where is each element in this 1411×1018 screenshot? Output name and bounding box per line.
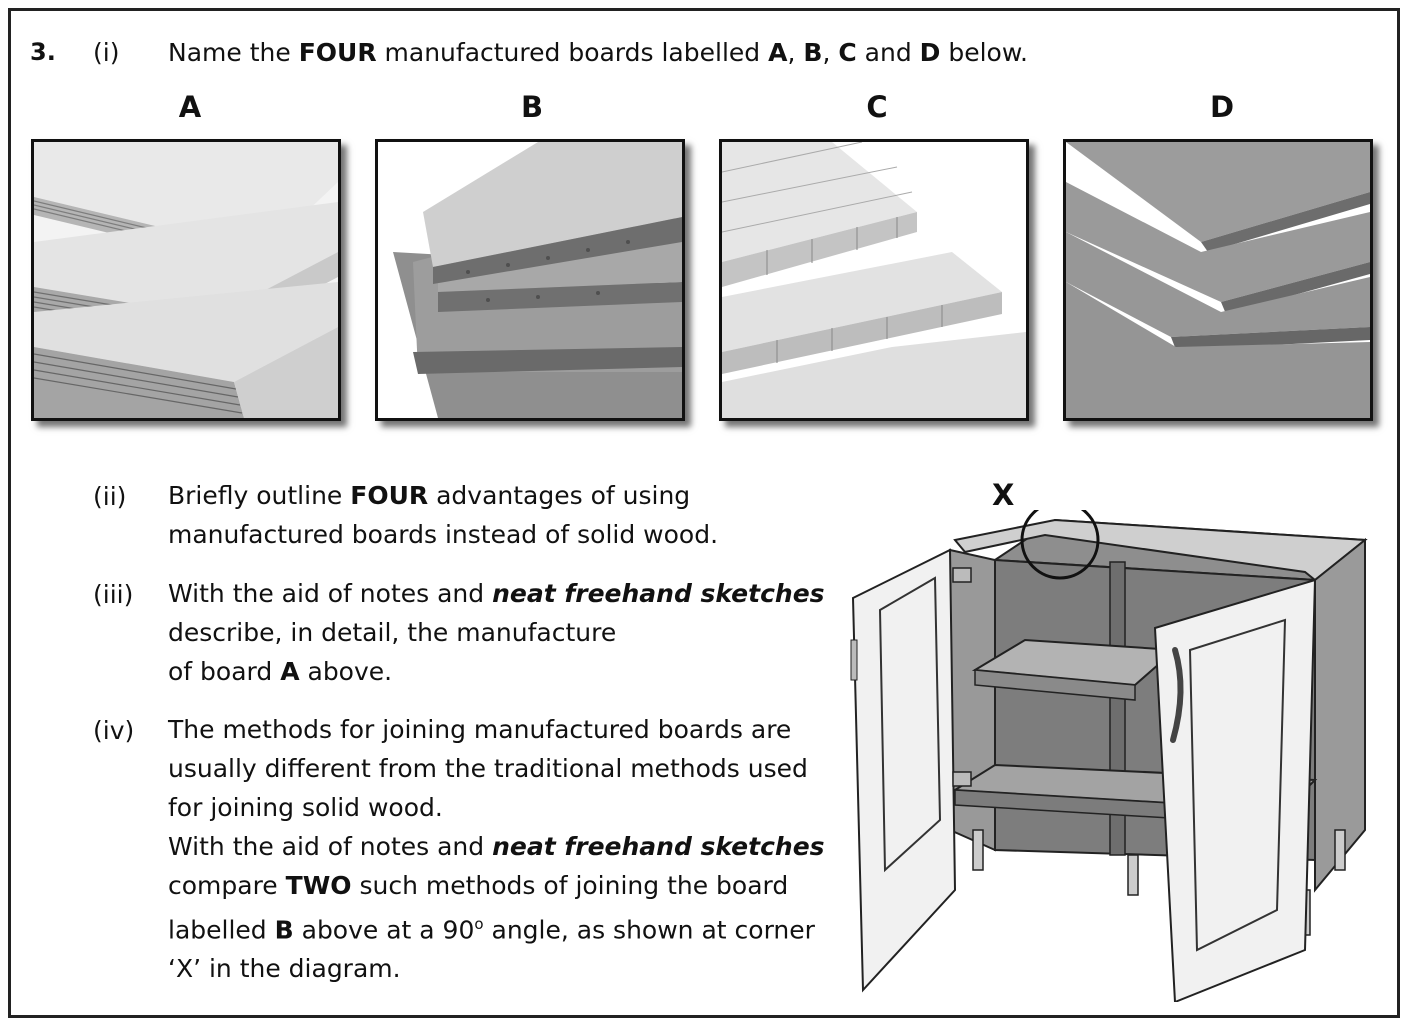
corner-x-label: X [992,478,1015,512]
part-i-text: Name the FOUR manufactured boards labell… [168,38,1028,67]
board-label-c: C [866,90,888,124]
board-photo-b [375,139,685,421]
part-iv-text: The methods for joining manufactured boa… [168,715,825,984]
board-photo-a [31,139,341,421]
part-ii-label: (ii) [93,482,127,511]
part-ii-text: Briefly outline FOUR advantages of using… [168,481,719,549]
part-iv-label: (iv) [93,716,135,745]
board-label-b: B [520,90,544,124]
part-iii-text: With the aid of notes and neat freehand … [168,579,825,686]
part-i-label: (i) [93,38,120,67]
part-iii-label: (iii) [93,580,134,609]
board-photo-d [1063,139,1373,421]
cabinet-diagram [845,500,1385,1006]
board-label-a: A [178,90,202,124]
question-number: 3. [30,38,56,66]
board-label-d: D [1209,90,1235,124]
board-photo-c [719,139,1029,421]
